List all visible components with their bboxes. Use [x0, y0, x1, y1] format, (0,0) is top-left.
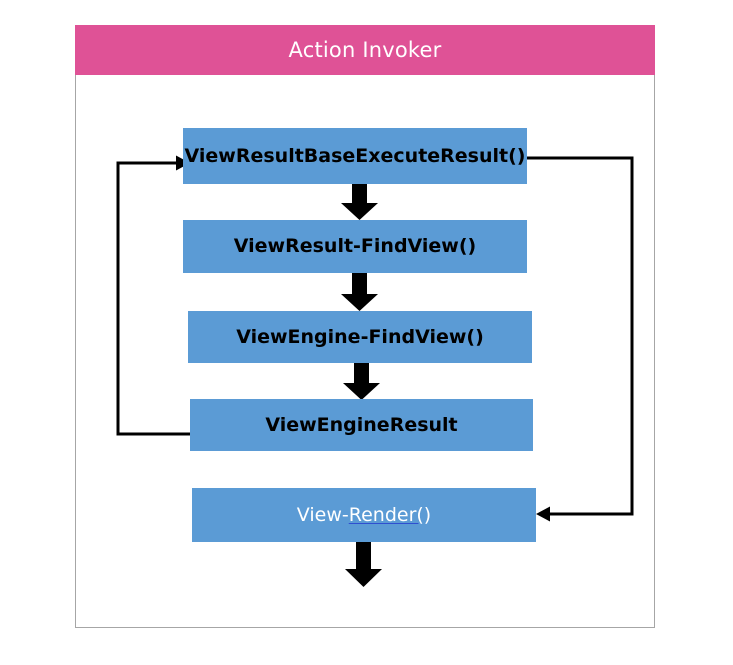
node-label-suffix: ) — [423, 503, 432, 526]
node-view-result-find-view[interactable]: ViewResult-FindView() — [183, 220, 527, 273]
page-title: Action Invoker — [288, 38, 442, 62]
node-view-engine-result[interactable]: ViewEngineResult — [190, 399, 533, 451]
node-view-render[interactable]: View-Render() — [192, 488, 536, 542]
node-label: ViewResult-FindView() — [233, 235, 477, 258]
node-label: View-Render() — [291, 503, 437, 526]
node-view-result-base-execute-result[interactable]: ViewResultBaseExecuteResult() — [183, 128, 527, 184]
node-label: ViewResultBaseExecuteResult() — [184, 144, 526, 167]
render-hyperlink[interactable]: Render( — [348, 503, 424, 526]
action-invoker-title-bar: Action Invoker — [75, 25, 655, 75]
node-view-engine-find-view[interactable]: ViewEngine-FindView() — [188, 311, 532, 363]
node-label-prefix: View- — [296, 503, 349, 526]
node-label: ViewEngineResult — [265, 413, 458, 436]
node-label: ViewEngine-FindView() — [236, 325, 484, 348]
